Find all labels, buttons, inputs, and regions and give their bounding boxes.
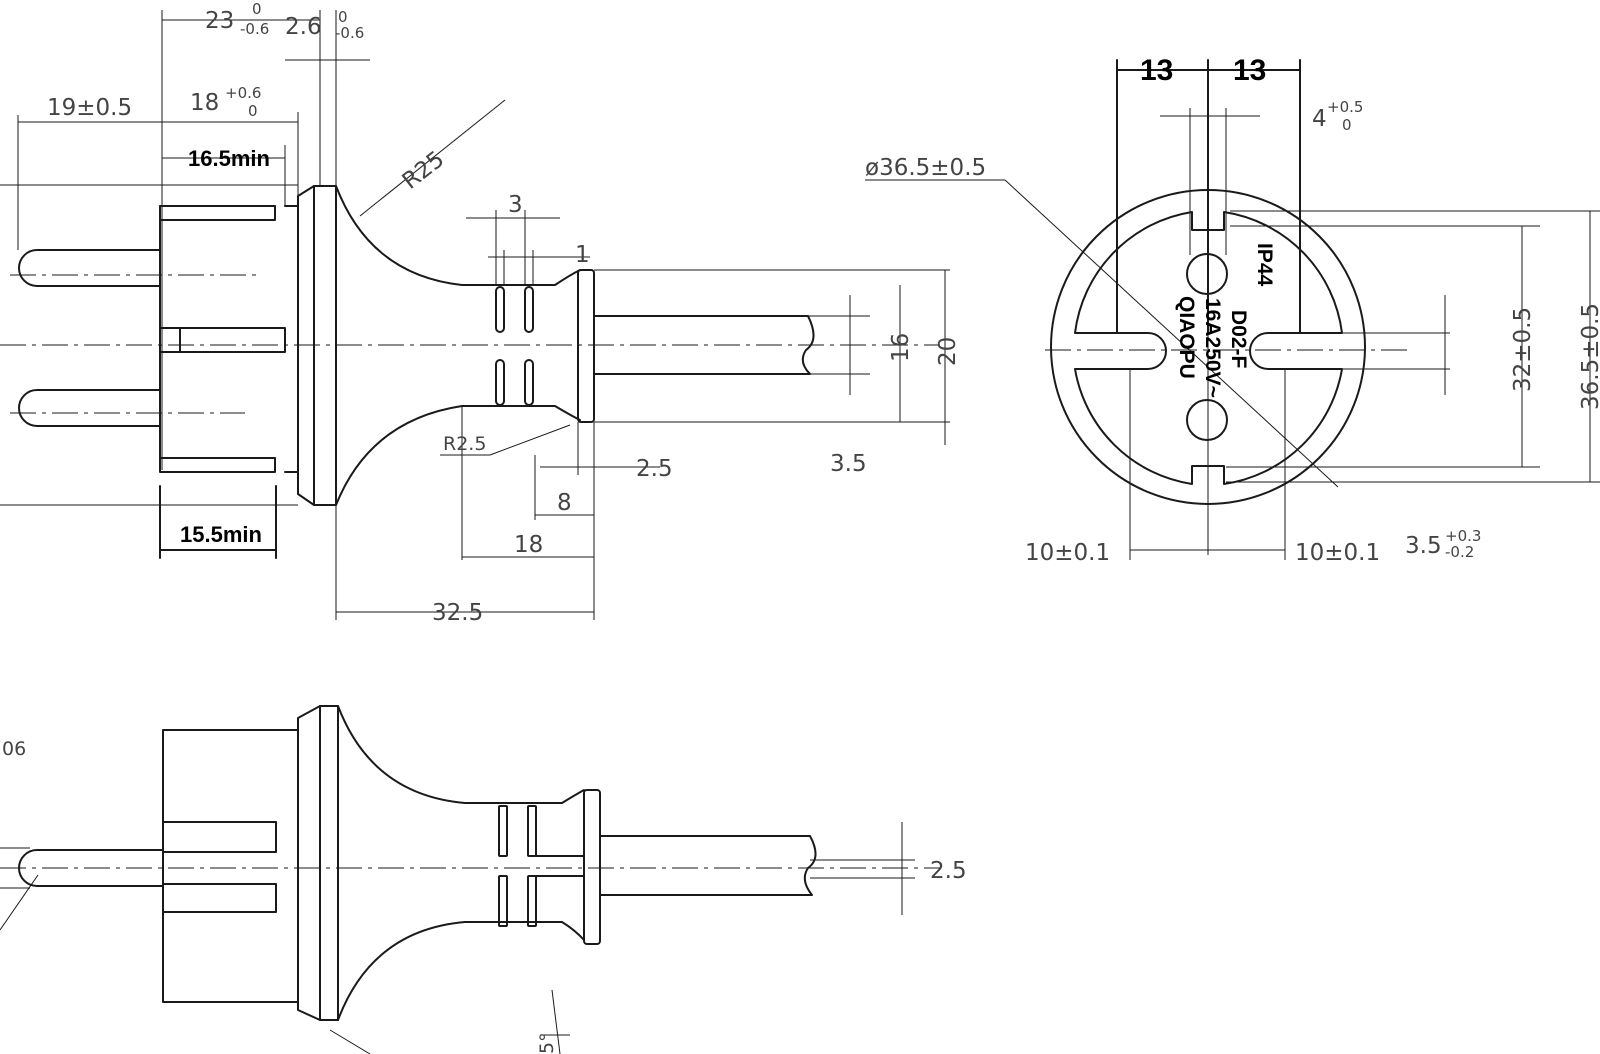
dim-36-5: 36.5±0.5 — [1578, 303, 1600, 410]
dim-19: 19±0.5 — [47, 95, 132, 121]
dim-4-tol-lower: 0 — [1342, 116, 1352, 134]
upper-pin — [18, 249, 161, 287]
top-dim-2-5: 2.5 — [930, 858, 967, 884]
dim-3: 3 — [508, 192, 523, 218]
cable — [593, 315, 815, 375]
top-body — [162, 729, 299, 1003]
dim-20: 20 — [935, 337, 961, 366]
dim-8: 8 — [557, 490, 572, 516]
dim-diameter: ø36.5±0.5 — [865, 155, 986, 181]
dim-2-5: 2.5 — [636, 456, 673, 482]
dim-r25: R25 — [398, 146, 450, 194]
dim-r2-5: R2.5 — [443, 433, 486, 455]
cable-collar — [577, 269, 595, 423]
lower-pin — [18, 389, 161, 427]
dim-2-6: 2.6 — [285, 14, 322, 40]
top-dim-06: 06 — [2, 738, 26, 760]
marking-rating: 16A250V~ — [1201, 298, 1224, 398]
top-handle — [337, 705, 585, 804]
grip-slot — [495, 286, 505, 333]
dim-2-6-tol-lower: -0.6 — [335, 24, 364, 42]
handle — [335, 185, 581, 286]
top-dim-angle: 5° — [536, 1032, 558, 1054]
dim-10-right: 10±0.1 — [1295, 540, 1380, 566]
dim-18: 18 — [190, 90, 219, 116]
top-view: 2.5 06 5° — [0, 705, 967, 1054]
dim-13-left: 13 — [1140, 54, 1173, 87]
top-collar — [583, 789, 601, 945]
dim-18-tol-lower: 0 — [248, 102, 258, 120]
pin-hole-bottom — [1186, 399, 1228, 441]
plug-body — [159, 205, 276, 221]
dim-15-5min: 15.5min — [180, 522, 262, 547]
marking-brand: QIAOPU — [1175, 296, 1198, 379]
top-flange — [297, 705, 339, 1021]
dim-10-left: 10±0.1 — [1025, 540, 1110, 566]
dim-16: 16 — [888, 333, 914, 362]
dim-18-tol-upper: +0.6 — [225, 84, 261, 102]
dim-16-5min: 16.5min — [188, 146, 270, 171]
front-view: 13 13 4 +0.5 0 ø36.5±0.5 32±0.5 36.5±0.5… — [865, 54, 1600, 566]
earth-slot — [159, 327, 286, 353]
dim-4: 4 — [1312, 106, 1327, 132]
dim-3-5-tol-lower: -0.2 — [1445, 543, 1474, 561]
dim-3-5-tol: 3.5 — [1405, 533, 1442, 559]
dim-2-6-tol-upper: 0 — [338, 8, 348, 26]
dim-1: 1 — [575, 242, 590, 268]
top-cable — [599, 835, 817, 896]
side-view: 23 0 -0.6 2.6 0 -0.6 19±0.5 18 +0.6 0 16… — [0, 0, 961, 626]
dim-32: 32±0.5 — [1510, 307, 1536, 392]
dim-23-tol-lower: -0.6 — [240, 20, 269, 38]
dim-32-5: 32.5 — [432, 600, 483, 626]
plug-face — [1074, 211, 1343, 485]
marking-ip44: IP44 — [1253, 243, 1276, 287]
dim-4-tol-upper: +0.5 — [1327, 98, 1363, 116]
dim-3-5: 3.5 — [830, 451, 867, 477]
marking-model: D02-F — [1227, 310, 1250, 369]
dim-13-right: 13 — [1233, 54, 1266, 87]
dim-18-bottom: 18 — [514, 532, 543, 558]
dim-23: 23 — [205, 8, 234, 34]
dim-3-5-tol-upper: +0.3 — [1445, 527, 1481, 545]
dim-23-tol-upper: 0 — [252, 0, 262, 18]
